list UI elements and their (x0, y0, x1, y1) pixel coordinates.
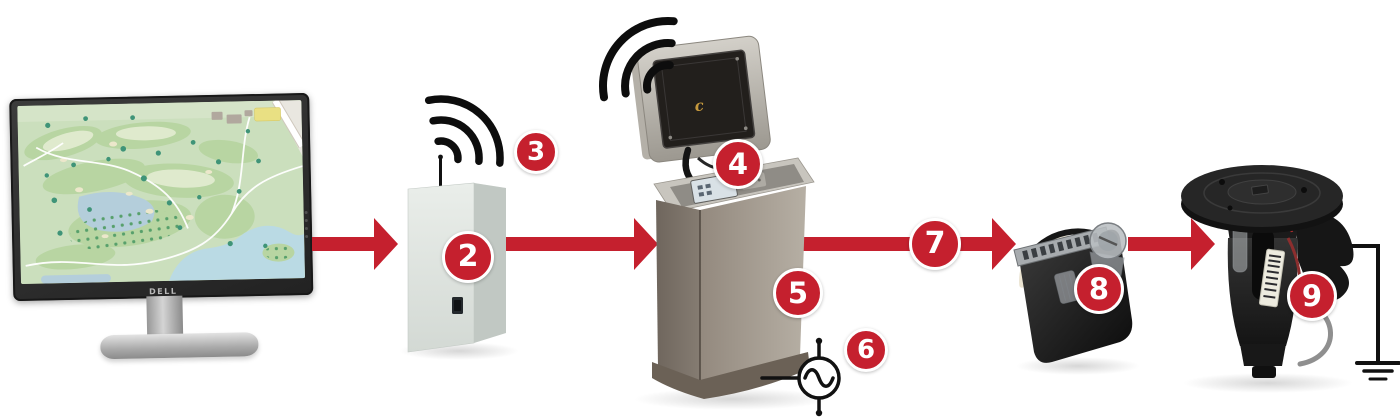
golf-course-map-screen (17, 100, 305, 284)
ac-power-source-icon (760, 337, 841, 417)
red-arrow-icon-monitor-to-gateway (312, 218, 398, 270)
step-badge-4: 4 (713, 139, 763, 189)
golf-course-map (17, 100, 305, 284)
pedestal-controller: c (630, 35, 830, 410)
red-arrow-icon-gateway-to-controller (502, 218, 658, 270)
monitor-bezel: DELL (9, 92, 314, 302)
step-badge-8: 8 (1074, 264, 1124, 314)
step-badge-5: 5 (773, 268, 823, 318)
red-arrow-icon-module-to-sprinkler (1128, 218, 1215, 270)
step-badge-7: 7 (909, 218, 961, 270)
barcode-label (1258, 248, 1286, 308)
central-computer-monitor: DELL (9, 92, 317, 371)
module-solenoid (1089, 222, 1127, 277)
red-arrow-icon-controller-to-module (800, 218, 1016, 270)
radio-waves-icon (424, 95, 504, 167)
earth-ground-icon (1336, 244, 1400, 381)
lid-logo: c (694, 96, 705, 115)
radio-waves-icon (599, 16, 678, 102)
step-badge-3: 3 (514, 130, 558, 174)
step-badge-6: 6 (844, 328, 888, 372)
field-gateway-box (399, 154, 519, 360)
antenna (439, 158, 442, 188)
step-badge-9: 9 (1287, 271, 1337, 321)
pedestal-base (652, 352, 810, 399)
module-clip (1054, 270, 1081, 304)
step-badge-2: 2 (442, 231, 494, 283)
